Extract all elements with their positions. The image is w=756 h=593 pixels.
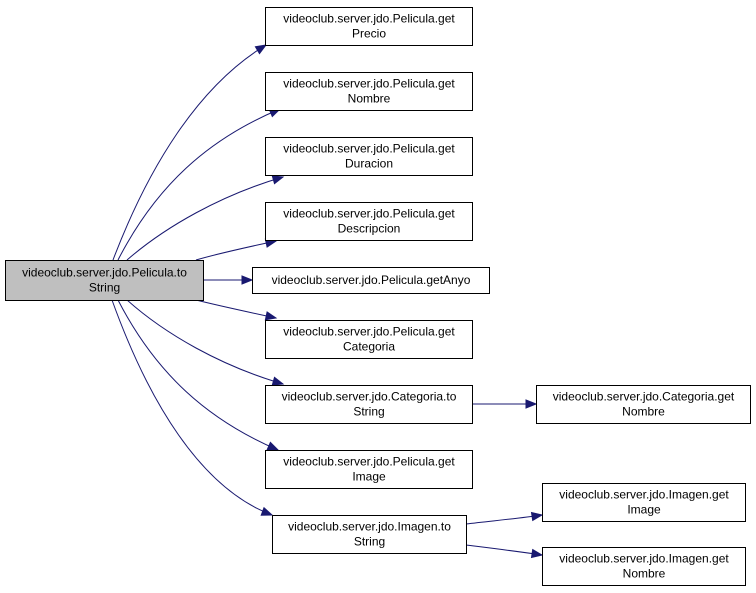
edge-line: [465, 544, 543, 556]
node-label-line: videoclub.server.jdo.Pelicula.get: [283, 77, 455, 91]
node-box: [5, 260, 204, 301]
node-label-line: Precio: [352, 27, 386, 41]
edge-line: [465, 514, 543, 525]
node-label-line: videoclub.server.jdo.Categoria.to: [282, 390, 457, 404]
node-label-line: Nombre: [623, 567, 666, 581]
node-label-line: Nombre: [622, 405, 665, 419]
node-label-line: videoclub.server.jdo.Pelicula.get: [283, 455, 455, 469]
node-label-line: videoclub.server.jdo.Imagen.get: [559, 488, 729, 502]
node-pelicula_getanyo[interactable]: videoclub.server.jdo.Pelicula.getAnyo: [252, 267, 490, 294]
arrowhead: [254, 44, 268, 55]
arrowhead: [530, 511, 544, 522]
node-box: [542, 483, 746, 522]
node-box: [265, 450, 473, 489]
node-label-line: videoclub.server.jdo.Pelicula.get: [283, 207, 455, 221]
edge-pelicula_tostring-to-pelicula_getanyo: [203, 275, 254, 285]
node-box: [265, 320, 473, 359]
node-label-line: Nombre: [348, 92, 391, 106]
node-label-line: videoclub.server.jdo.Pelicula.get: [283, 142, 455, 156]
edge-pelicula_tostring-to-pelicula_getduracion: [126, 175, 285, 261]
arrowhead: [271, 376, 285, 386]
node-box: [265, 137, 473, 176]
arrowhead: [264, 311, 278, 321]
arrowhead: [525, 399, 538, 409]
node-label-line: videoclub.server.jdo.Imagen.to: [288, 520, 451, 534]
node-label-line: String: [354, 535, 385, 549]
edge-line: [117, 108, 281, 261]
node-label-line: videoclub.server.jdo.Categoria.get: [553, 390, 735, 404]
edge-line: [126, 299, 284, 385]
node-label-line: Descripcion: [338, 222, 401, 236]
node-box: [542, 547, 746, 586]
node-label-line: String: [353, 405, 384, 419]
node-label-line: Image: [352, 470, 386, 484]
node-box: [265, 72, 473, 111]
node-label-line: Categoria: [343, 340, 395, 354]
node-box: [252, 267, 490, 294]
edge-imagen_tostring-to-imagen_getimage: [465, 511, 544, 525]
node-label-line: videoclub.server.jdo.Imagen.get: [559, 552, 729, 566]
arrowhead: [271, 175, 285, 185]
node-box: [536, 385, 751, 424]
node-box: [272, 515, 467, 554]
arrowhead: [260, 506, 274, 516]
edge-line: [117, 299, 279, 451]
node-label-line: Duracion: [345, 157, 393, 171]
node-label-line: videoclub.server.jdo.Pelicula.get: [283, 12, 455, 26]
node-label-line: String: [89, 281, 120, 295]
edge-categoria_tostring-to-categoria_getnombre: [472, 399, 538, 409]
edge-line: [111, 299, 273, 516]
nodes-layer: videoclub.server.jdo.Pelicula.toStringvi…: [5, 7, 751, 586]
edge-line: [112, 44, 267, 261]
node-pelicula_getduracion[interactable]: videoclub.server.jdo.Pelicula.getDuracio…: [265, 137, 473, 176]
edge-pelicula_tostring-to-pelicula_getcategoria: [195, 299, 278, 321]
node-box: [265, 7, 473, 46]
arrowhead: [266, 441, 280, 451]
edge-line: [195, 299, 277, 319]
arrowhead: [530, 548, 544, 559]
edge-imagen_tostring-to-imagen_getnombre: [465, 544, 544, 559]
edge-pelicula_tostring-to-pelicula_getdescripcion: [195, 238, 278, 261]
node-pelicula_getdescripcion[interactable]: videoclub.server.jdo.Pelicula.getDescrip…: [265, 202, 473, 241]
edge-pelicula_tostring-to-categoria_tostring: [126, 299, 285, 386]
edge-line: [195, 240, 277, 261]
node-label-line: videoclub.server.jdo.Pelicula.get: [283, 325, 455, 339]
edge-pelicula_tostring-to-pelicula_getnombre: [117, 108, 282, 261]
node-box: [265, 202, 473, 241]
node-label-line: Image: [627, 503, 661, 517]
node-pelicula_getcategoria[interactable]: videoclub.server.jdo.Pelicula.getCategor…: [265, 320, 473, 359]
edge-pelicula_tostring-to-pelicula_getprecio: [112, 44, 268, 261]
edges-layer: [111, 44, 544, 559]
node-label-line: videoclub.server.jdo.Pelicula.to: [22, 266, 187, 280]
edge-pelicula_tostring-to-pelicula_getimage: [117, 299, 280, 451]
edge-line: [126, 176, 284, 261]
node-label-line: videoclub.server.jdo.Pelicula.getAnyo: [272, 273, 471, 287]
edge-pelicula_tostring-to-imagen_tostring: [111, 299, 274, 516]
node-box: [265, 385, 473, 424]
arrowhead: [241, 275, 254, 285]
